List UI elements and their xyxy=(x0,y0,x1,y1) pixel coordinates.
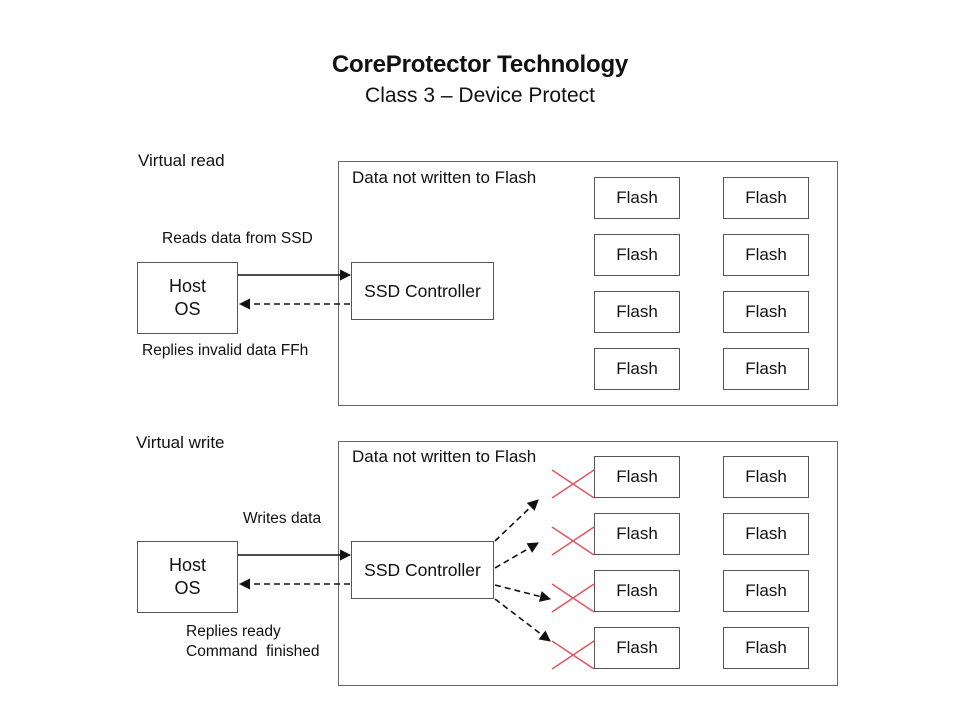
slide-title: CoreProtector Technology xyxy=(331,51,629,78)
ssd-controller-label: SSD Controller xyxy=(364,280,481,301)
ssd-container xyxy=(338,161,838,406)
ssd-container xyxy=(338,441,838,686)
ssd-controller-box: SSD Controller xyxy=(351,541,494,599)
flash-label: Flash xyxy=(616,188,658,207)
flash-chip: Flash xyxy=(594,627,680,669)
reply-label: Replies invalid data FFh xyxy=(142,342,309,359)
flash-label: Flash xyxy=(745,188,787,207)
flash-chip: Flash xyxy=(594,234,680,276)
flash-chip: Flash xyxy=(594,177,680,219)
reply-label-2: Command finished xyxy=(186,643,320,660)
flash-chip: Flash xyxy=(723,627,809,669)
reply-label: Replies ready xyxy=(186,623,281,640)
flash-chip: Flash xyxy=(594,291,680,333)
flash-label: Flash xyxy=(745,638,787,657)
flash-chip: Flash xyxy=(723,348,809,390)
flash-label: Flash xyxy=(745,581,787,600)
flash-chip: Flash xyxy=(723,513,809,555)
flash-label: Flash xyxy=(616,581,658,600)
flash-chip: Flash xyxy=(594,456,680,498)
host-os-box: Host OS xyxy=(137,262,238,334)
os-label: OS xyxy=(174,299,201,319)
flash-chip: Flash xyxy=(594,348,680,390)
flash-label: Flash xyxy=(616,302,658,321)
flash-label: Flash xyxy=(616,638,658,657)
host-os-box: Host OS xyxy=(137,541,238,613)
request-label: Reads data from SSD xyxy=(162,230,313,247)
container-label: Data not written to Flash xyxy=(352,168,537,187)
section-heading-virtual-read: Virtual read xyxy=(138,151,225,170)
flash-label: Flash xyxy=(745,302,787,321)
flash-chip: Flash xyxy=(594,513,680,555)
host-label: Host xyxy=(168,555,206,575)
flash-chip: Flash xyxy=(723,291,809,333)
flash-label: Flash xyxy=(745,359,787,378)
request-label: Writes data xyxy=(243,510,322,527)
ssd-controller-label: SSD Controller xyxy=(364,559,481,580)
ssd-controller-box: SSD Controller xyxy=(351,262,494,320)
flash-label: Flash xyxy=(616,467,658,486)
flash-chip: Flash xyxy=(723,570,809,612)
flash-label: Flash xyxy=(616,524,658,543)
flash-label: Flash xyxy=(616,245,658,264)
flash-chip: Flash xyxy=(723,234,809,276)
flash-chip: Flash xyxy=(723,456,809,498)
flash-label: Flash xyxy=(745,245,787,264)
flash-label: Flash xyxy=(745,524,787,543)
flash-chip: Flash xyxy=(723,177,809,219)
host-label: Host xyxy=(168,276,206,296)
flash-chip: Flash xyxy=(594,570,680,612)
flash-label: Flash xyxy=(745,467,787,486)
flash-label: Flash xyxy=(616,359,658,378)
container-label: Data not written to Flash xyxy=(352,447,537,466)
section-heading-virtual-write: Virtual write xyxy=(136,433,225,452)
slide-subtitle: Class 3 – Device Protect xyxy=(365,84,595,107)
os-label: OS xyxy=(174,578,201,598)
